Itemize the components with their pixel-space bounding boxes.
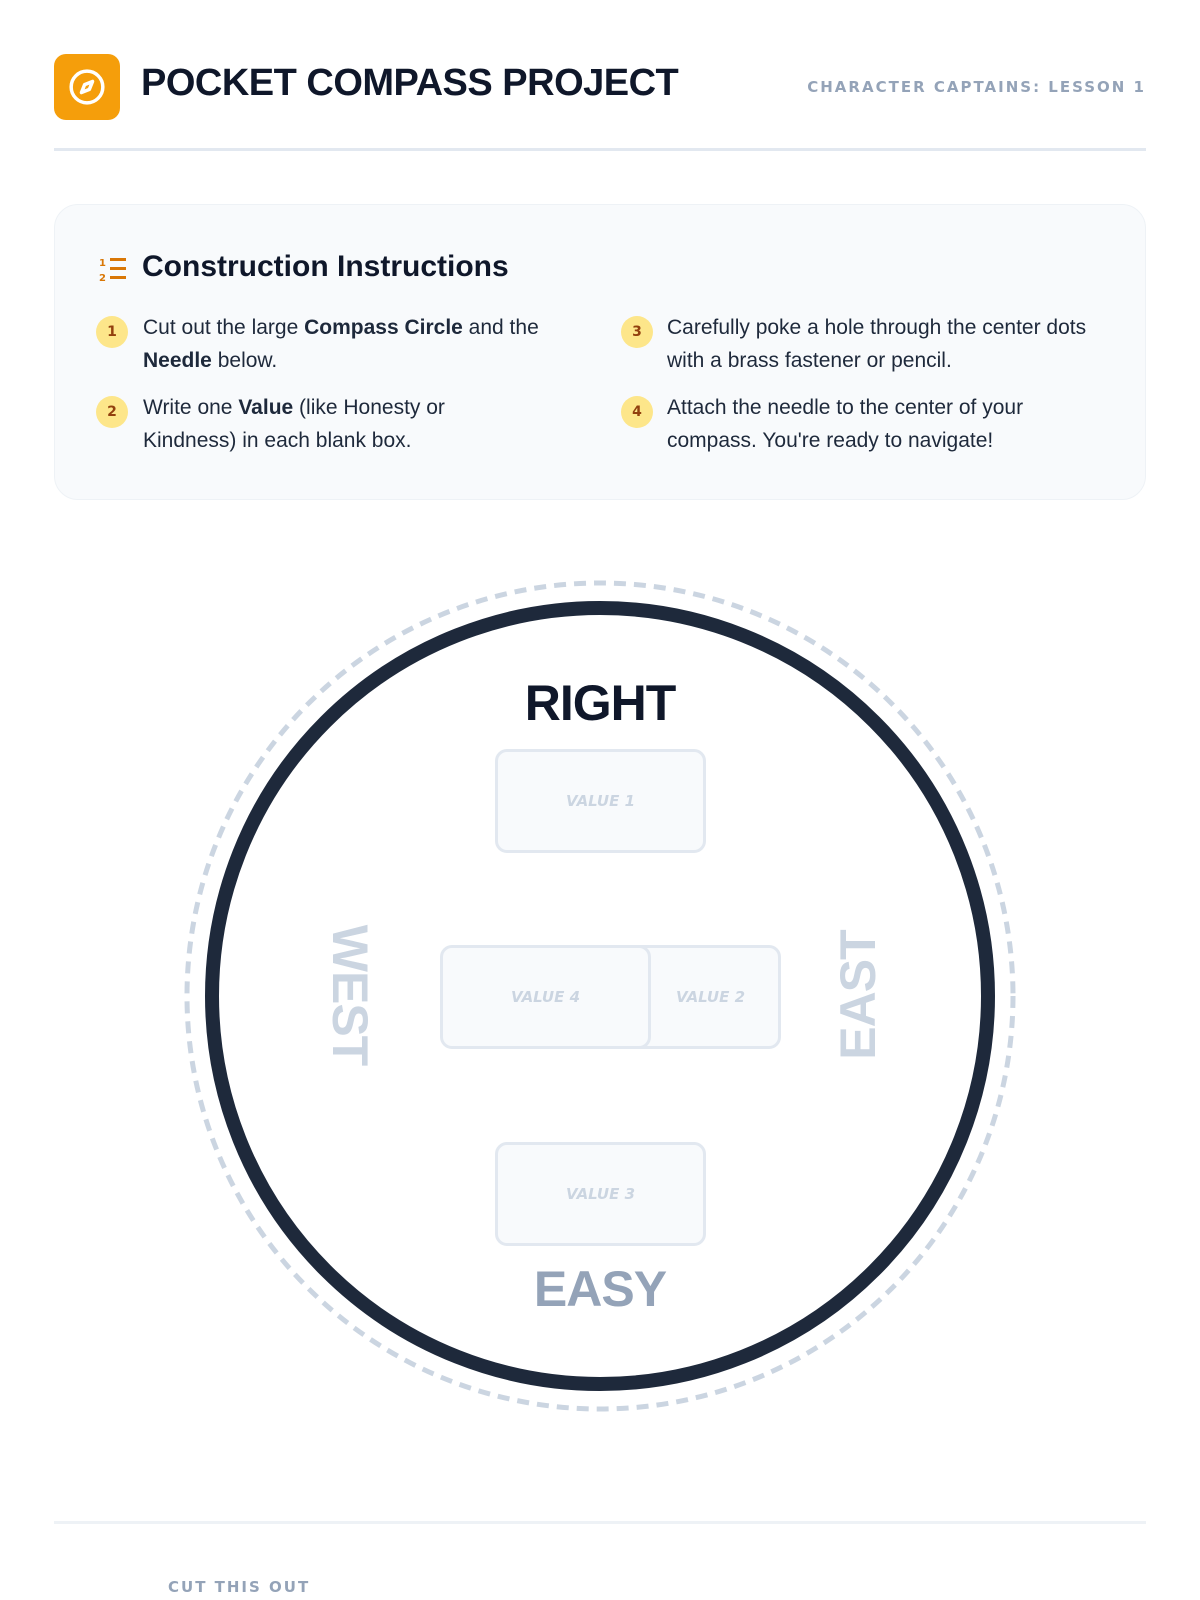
step-2: Write one Value (like Honesty or Kindnes… (143, 396, 445, 452)
svg-text:1: 1 (99, 258, 106, 269)
step-badge: 2 (96, 396, 128, 428)
cut-label: CUT THIS OUT (168, 1578, 311, 1596)
value-box-4[interactable]: VALUE 4 (440, 945, 651, 1049)
page-title: POCKET COMPASS PROJECT (141, 62, 679, 104)
value-box-3[interactable]: VALUE 3 (495, 1142, 706, 1246)
step-badge: 3 (621, 316, 653, 348)
lesson-label: CHARACTER CAPTAINS: LESSON 1 (807, 78, 1146, 96)
svg-text:2: 2 (99, 273, 106, 283)
step-badge: 1 (96, 316, 128, 348)
instructions-heading: Construction Instructions (142, 250, 509, 283)
step-4: Attach the needle to the center of your … (667, 396, 1024, 452)
north-label: RIGHT (524, 675, 677, 731)
header-divider (54, 148, 1146, 151)
compass-logo-icon (54, 54, 120, 120)
south-label: EASY (533, 1261, 667, 1317)
west-label: WEST (322, 924, 378, 1066)
cut-line-dashed-circle (184, 580, 1016, 1412)
section-divider (54, 1521, 1146, 1524)
east-label: EAST (830, 930, 886, 1060)
step-badge: 4 (621, 396, 653, 428)
value-box-1[interactable]: VALUE 1 (495, 749, 706, 853)
step-3: Carefully poke a hole through the center… (667, 316, 1087, 372)
step-1: Cut out the large Compass Circle and the… (143, 316, 539, 372)
